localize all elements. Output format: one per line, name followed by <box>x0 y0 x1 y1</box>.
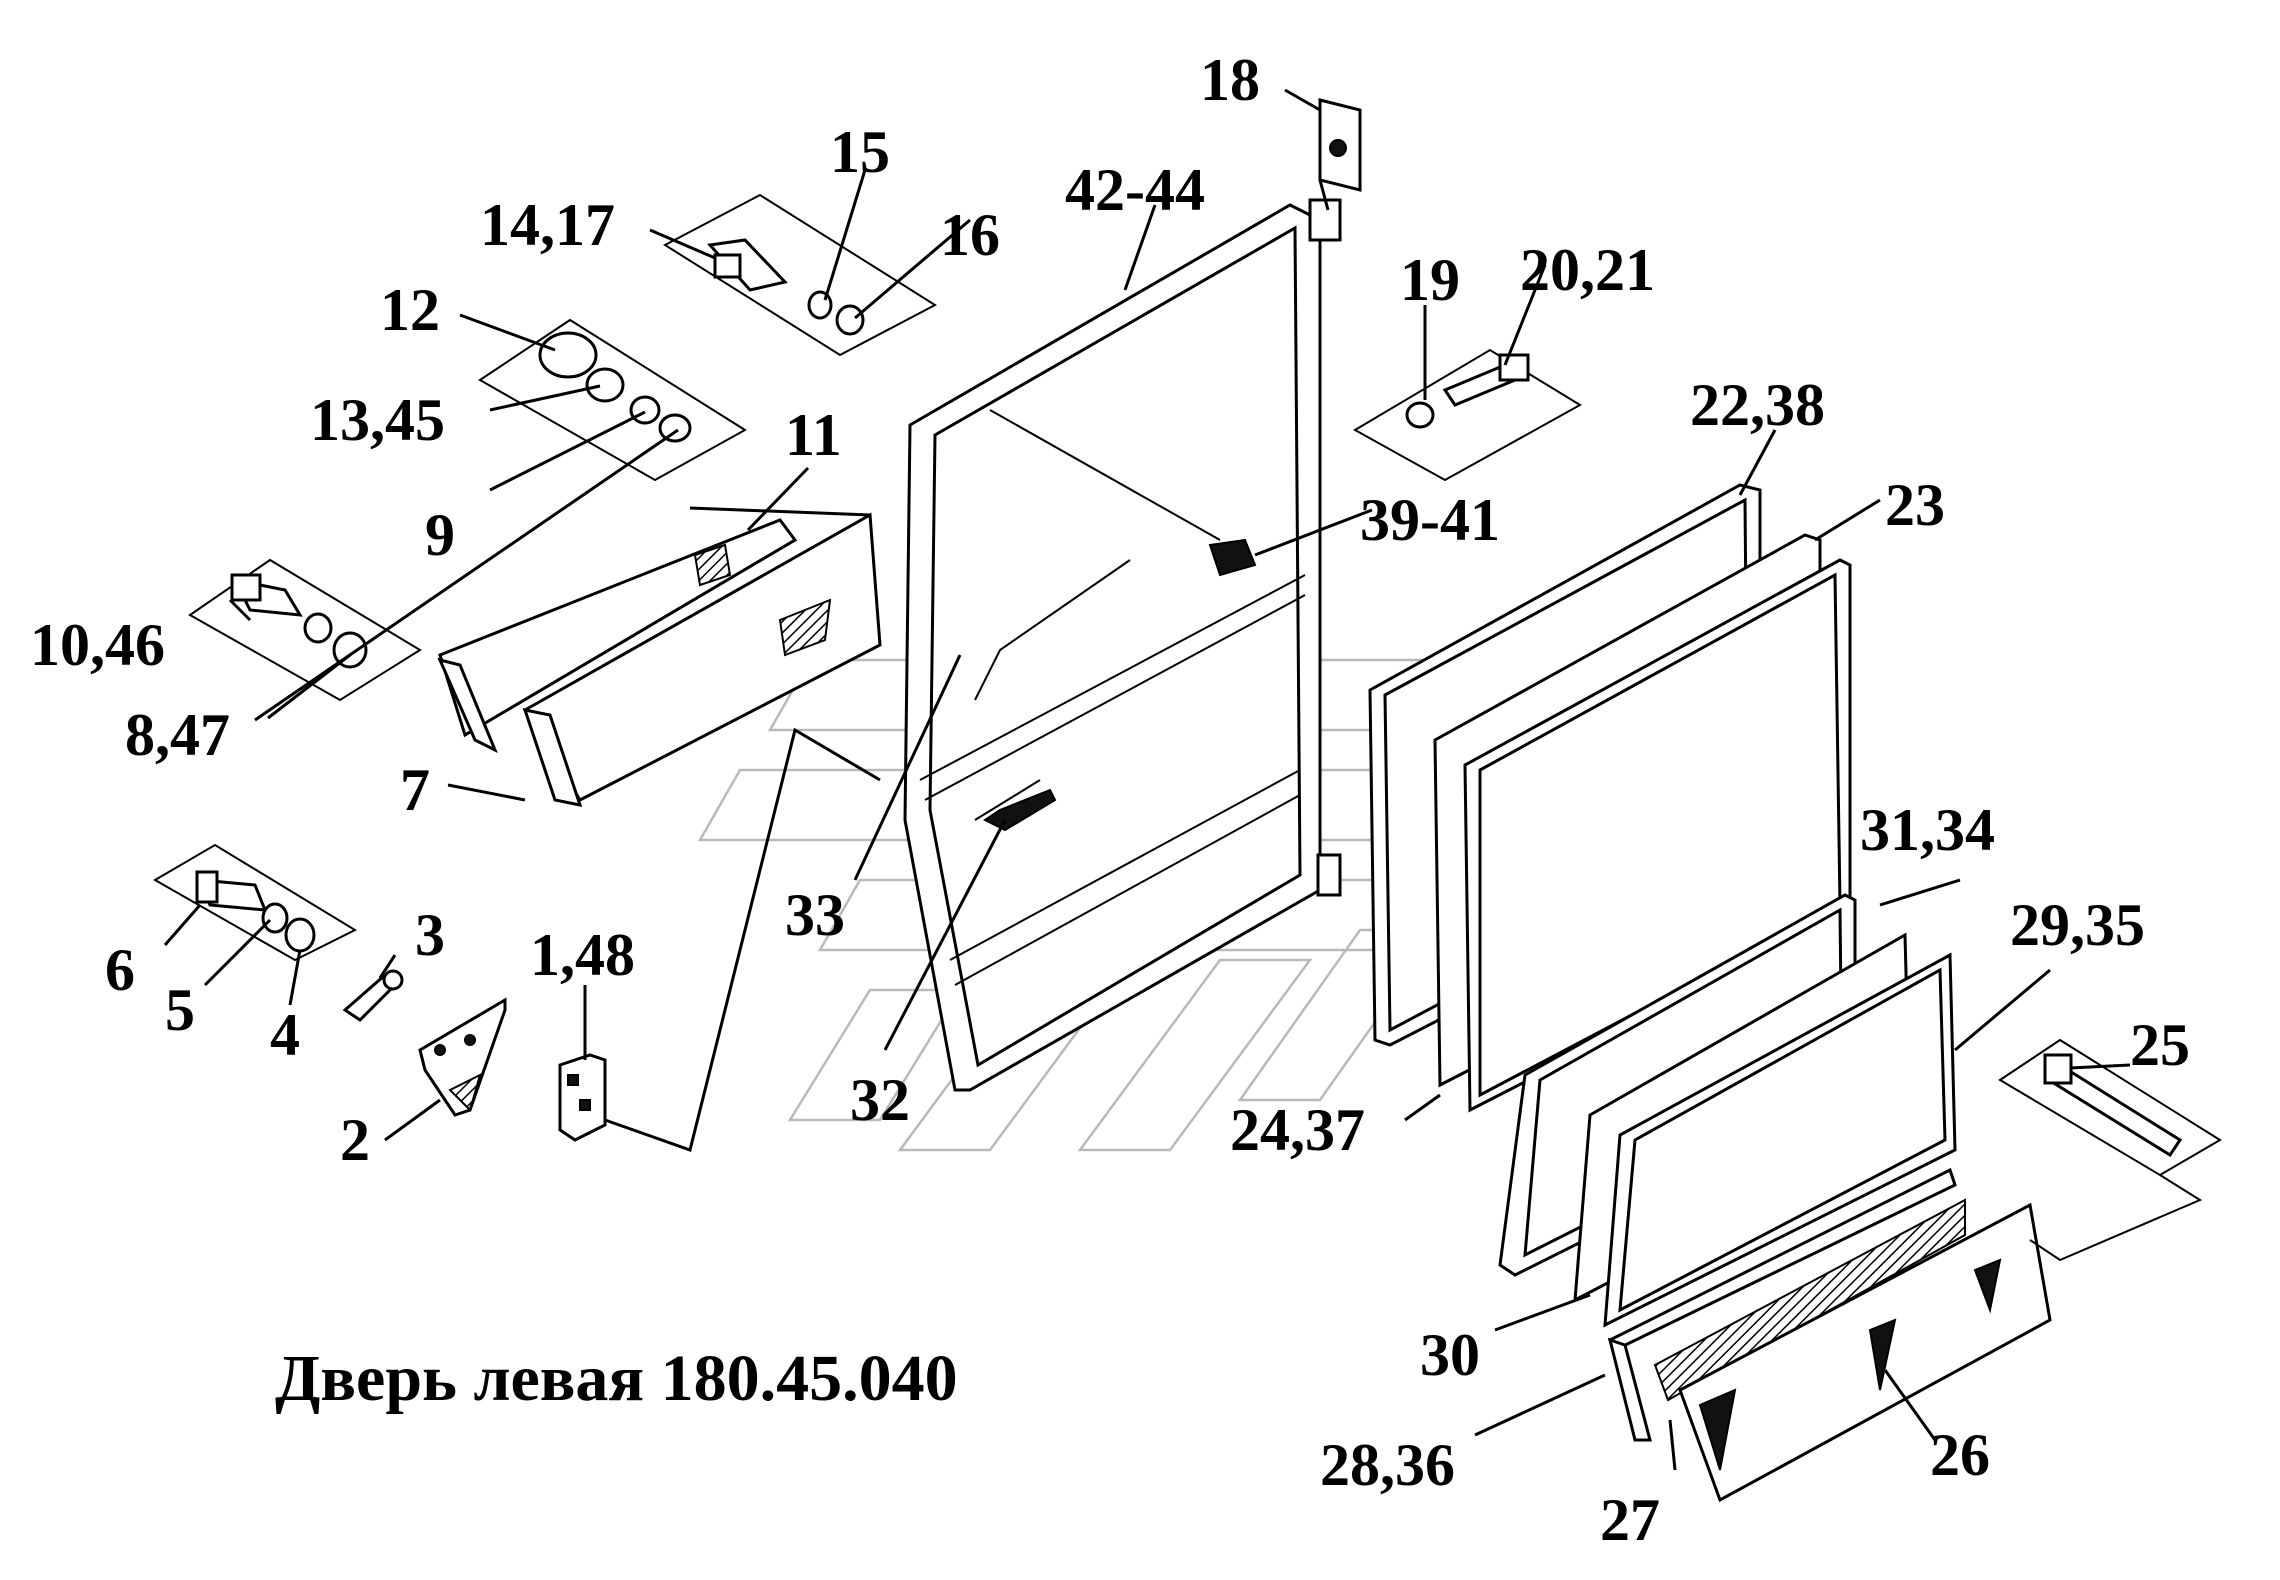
label-16: 16 <box>940 202 1000 268</box>
label-5: 5 <box>165 977 195 1043</box>
label-7: 7 <box>400 757 430 823</box>
label-32: 32 <box>850 1067 910 1133</box>
label-9: 9 <box>425 502 455 568</box>
label-14-17: 14,17 <box>480 192 615 258</box>
label-18: 18 <box>1200 47 1260 113</box>
label-24-37: 24,37 <box>1230 1097 1365 1163</box>
upper-glass-group <box>1368 483 1852 1113</box>
hinge-plate-18 <box>1318 98 1362 211</box>
label-1-48: 1,48 <box>530 922 635 988</box>
bracket-2 <box>418 997 507 1117</box>
label-10-46: 10,46 <box>30 612 165 678</box>
bolt-group-19-20-21 <box>1352 348 1582 482</box>
label-6: 6 <box>105 937 135 1003</box>
label-22-38: 22,38 <box>1690 372 1825 438</box>
callout-labels: 18 42-44 15 16 14,17 12 13,45 11 9 10,46… <box>30 47 2190 1553</box>
armrest-11-7 <box>437 506 882 807</box>
label-39-41: 39-41 <box>1360 487 1500 553</box>
lower-glass-group <box>1498 893 1957 1328</box>
label-33: 33 <box>785 882 845 948</box>
label-28-36: 28,36 <box>1320 1432 1455 1498</box>
bolt-group-14-17 <box>662 193 938 357</box>
bolt-group-25 <box>1998 1038 2222 1262</box>
label-23: 23 <box>1885 472 1945 538</box>
label-3: 3 <box>415 902 445 968</box>
label-42-44: 42-44 <box>1065 157 1205 223</box>
label-27: 27 <box>1600 1487 1660 1553</box>
label-30: 30 <box>1420 1322 1480 1388</box>
nut-group-12 <box>478 318 747 482</box>
label-2: 2 <box>340 1107 370 1173</box>
label-8-47: 8,47 <box>125 702 230 768</box>
label-13-45: 13,45 <box>310 387 445 453</box>
label-19: 19 <box>1400 247 1460 313</box>
bolt-group-10-46 <box>188 558 422 702</box>
diagram-caption: Дверь левая 180.45.040 <box>275 1342 958 1415</box>
lower-panel-group <box>1607 1167 2052 1503</box>
label-25: 25 <box>2130 1012 2190 1078</box>
label-15: 15 <box>830 119 890 185</box>
leader-lines <box>163 88 2131 1471</box>
label-29-35: 29,35 <box>2010 892 2145 958</box>
label-11: 11 <box>785 402 842 468</box>
label-12: 12 <box>380 277 440 343</box>
label-26: 26 <box>1930 1422 1990 1488</box>
label-31-34: 31,34 <box>1860 797 1995 863</box>
door-frame <box>903 198 1342 1092</box>
latch-1-48 <box>558 1053 607 1142</box>
label-20-21: 20,21 <box>1520 237 1655 303</box>
lock-group-6-3 <box>153 843 404 1022</box>
label-4: 4 <box>270 1002 300 1068</box>
